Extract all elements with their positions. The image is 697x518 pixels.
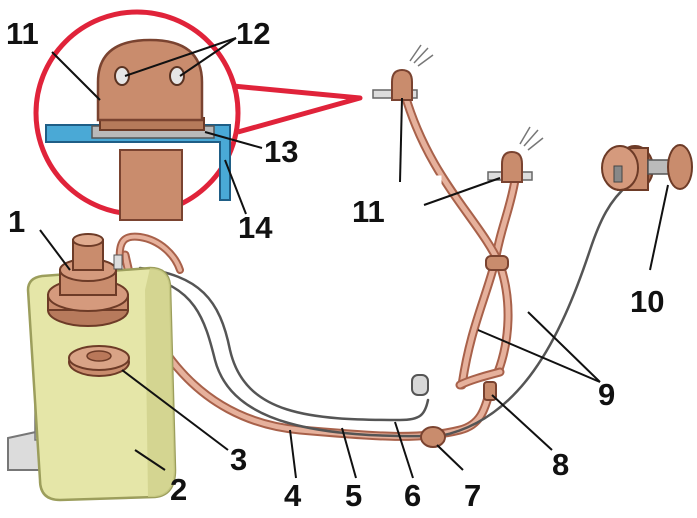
inset-pointer-line <box>232 83 363 135</box>
hose-clip-upper <box>426 175 442 185</box>
callout-14: 14 <box>238 210 273 245</box>
callout-8: 8 <box>552 447 569 482</box>
callout-10: 10 <box>630 284 664 319</box>
nozzle-left <box>372 44 434 101</box>
pressure-switch <box>601 144 693 191</box>
nozzle-right <box>487 126 544 183</box>
hose-tee-8 <box>457 369 503 388</box>
hose-main-outline <box>120 250 495 441</box>
callout-5: 5 <box>345 478 362 513</box>
hose-branch-9b <box>402 92 511 375</box>
nozzle-stem-magnified <box>119 149 183 221</box>
nozzle-head-magnified <box>96 38 204 122</box>
jet-hole-right <box>169 66 185 86</box>
washer-pump <box>47 233 129 327</box>
grommet-7 <box>420 426 446 448</box>
hose-to-pump-top <box>117 234 182 272</box>
leader-lines <box>39 37 669 479</box>
connector-6 <box>411 374 429 396</box>
callout-11-main: 11 <box>352 194 385 229</box>
callout-9: 9 <box>598 377 615 412</box>
hose-main <box>122 252 493 439</box>
callout-12: 12 <box>236 16 270 51</box>
jet-hole-left <box>114 66 130 86</box>
callout-11-inset: 11 <box>6 16 39 51</box>
callout-2: 2 <box>170 472 187 507</box>
callout-13: 13 <box>264 134 298 169</box>
washer-reservoir <box>7 266 177 502</box>
callout-labels: 1 2 3 4 5 6 7 8 9 10 11 11 12 13 14 <box>6 16 664 513</box>
callout-4: 4 <box>284 478 302 513</box>
hose-clip-9 <box>485 255 509 271</box>
callout-1: 1 <box>8 204 25 239</box>
callout-7: 7 <box>464 478 481 513</box>
wire-to-switch <box>438 183 630 438</box>
inset-detail-view <box>33 9 363 221</box>
wire-6 <box>138 274 442 438</box>
callout-6: 6 <box>404 478 421 513</box>
callout-3: 3 <box>230 442 247 477</box>
wire-5 <box>138 266 430 422</box>
